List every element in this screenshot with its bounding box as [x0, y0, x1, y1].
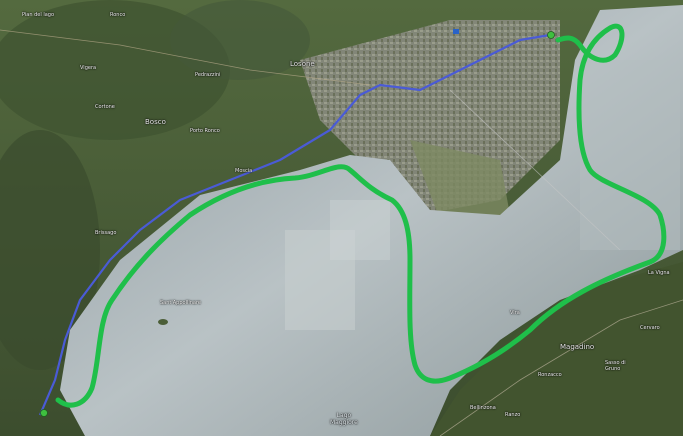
road [449, 89, 621, 251]
place-label-bosco: Bosco [145, 118, 166, 126]
land-area [430, 262, 683, 436]
place-label-losone: Losone [290, 60, 315, 68]
forest-patch [0, 130, 100, 370]
place-label-ranzo: Ranzo [505, 412, 521, 418]
lake-reflection [330, 200, 390, 260]
place-label-ronco: Ronco [110, 12, 126, 18]
place-label-sasso-di-gruno: Sasso di Gruno [605, 360, 626, 372]
place-label-vira: Vira [510, 310, 520, 316]
place-label-sant-appollinare: Sant'Appollinare [160, 300, 201, 306]
place-label-cervaro: Cervaro [640, 325, 660, 331]
island [158, 319, 168, 325]
lake-reflection [285, 230, 355, 330]
place-label-vigera: Vigera [80, 65, 97, 71]
route-overlay [55, 23, 667, 408]
road [0, 29, 371, 86]
road [439, 299, 683, 436]
lake-water [60, 5, 683, 436]
place-label-la-vigna: La Vigna [648, 270, 670, 276]
place-label-cortone: Cortone [95, 104, 115, 110]
end-marker-icon[interactable] [547, 31, 555, 39]
lake-reflection [580, 60, 680, 250]
urban-area [410, 140, 510, 220]
place-label-porto-ronco: Porto Ronco [190, 128, 220, 134]
place-label-brissago: Brissago [95, 230, 117, 236]
forest-patch [170, 0, 310, 80]
driving-route [38, 33, 551, 416]
road-shield-icon [453, 29, 459, 34]
place-label-bellinzona: Bellinzona [470, 405, 496, 411]
lake-label: Lago Maggiore [330, 412, 358, 426]
place-label-ronzacco: Ronzacco [538, 372, 562, 378]
place-label-pian-del-lago: Pian del lago [22, 12, 55, 18]
place-label-moscia: Moscia [235, 168, 253, 174]
place-label-pedrazzini: Pedrazzini [195, 72, 221, 78]
start-marker-icon[interactable] [40, 409, 48, 417]
place-label-magadino: Magadino [560, 343, 595, 351]
